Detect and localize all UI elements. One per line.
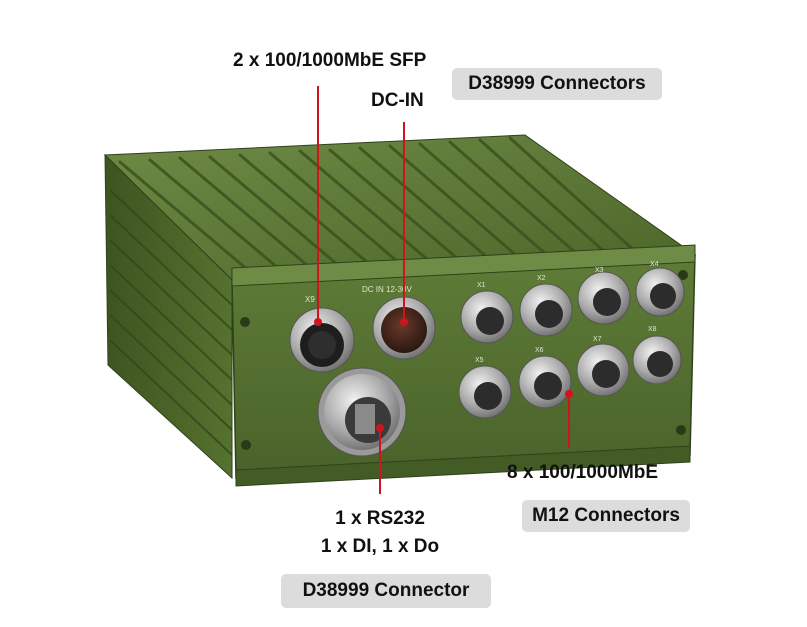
- sfp-callout: 2 x 100/1000MbE SFP: [233, 50, 427, 71]
- rs232-callout-line2: 1 x DI, 1 x Do: [320, 536, 440, 557]
- x7-label: X7: [593, 336, 602, 343]
- m12-leader-dot: [565, 390, 573, 398]
- front-frame-bottom: [235, 445, 691, 487]
- ethernet-callout: 8 x 100/1000MbE: [507, 462, 659, 483]
- front-frame-top: [231, 244, 696, 287]
- dcin-callout: DC-IN: [371, 90, 424, 111]
- x4-label: X4: [650, 261, 659, 268]
- d38999-connectors-badge-top: D38999 Connectors: [452, 68, 662, 100]
- m12-connector-x3: [577, 271, 631, 325]
- m12-connectors-badge: M12 Connectors: [522, 500, 690, 532]
- m12-connector-x1: [460, 290, 514, 344]
- side-fins: [109, 189, 233, 456]
- m12-connector-x7: [576, 343, 630, 397]
- connector-labels: X1 X2 X3 X4 X5 X6 X7 X8: [475, 261, 659, 364]
- x1-label: X1: [477, 282, 486, 289]
- x6-label: X6: [535, 347, 544, 354]
- dcin-leader-dot: [400, 318, 408, 326]
- d38999-connector-badge-bottom: D38999 Connector: [281, 574, 491, 608]
- x2-label: X2: [537, 275, 546, 282]
- leader-lines: [314, 86, 573, 494]
- rs232-leader-dot: [376, 424, 384, 432]
- dc-in-label: DC IN 12-30V: [362, 285, 412, 294]
- m12-connectors: [458, 267, 685, 419]
- dc-in-connector: [372, 296, 436, 360]
- m12-connector-x8: [632, 335, 682, 385]
- m12-connector-x5: [458, 365, 512, 419]
- m12-connector-x4: [635, 267, 685, 317]
- panel-screws: [240, 270, 688, 450]
- rs232-callout-line1: 1 x RS232: [335, 508, 425, 529]
- rs232-connector: [317, 367, 407, 457]
- m12-connector-x2: [519, 283, 573, 337]
- x9-connector: [289, 307, 355, 373]
- sfp-leader-dot: [314, 318, 322, 326]
- x5-label: X5: [475, 357, 484, 364]
- m12-connector-x6: [518, 355, 572, 409]
- heatsink-fins: [118, 136, 640, 272]
- enclosure-side: [104, 153, 233, 480]
- x9-label: X9: [305, 295, 315, 304]
- x3-label: X3: [595, 267, 604, 274]
- x8-label: X8: [648, 326, 657, 333]
